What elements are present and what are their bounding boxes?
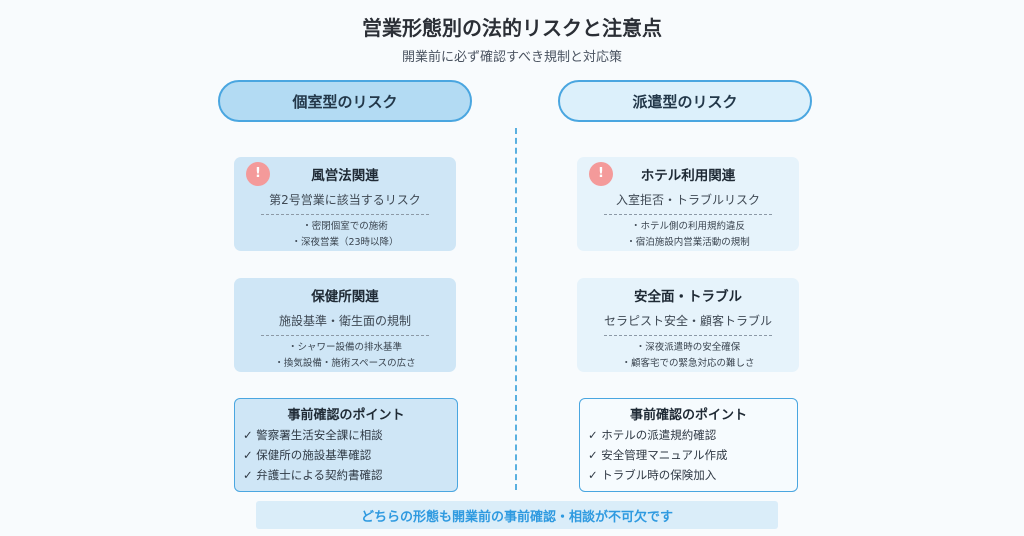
check-item: ✓ トラブル時の保険加入 <box>588 468 717 482</box>
footer-note: どちらの形態も開業前の事前確認・相談が不可欠です <box>256 501 778 529</box>
card-subtitle: 入室拒否・トラブルリスク <box>615 193 760 207</box>
risk-card-hotel: ! ホテル利用関連 入室拒否・トラブルリスク ・ホテル側の利用規約違反 ・宿泊施… <box>577 157 799 251</box>
check-item: ✓ 安全管理マニュアル作成 <box>588 448 728 462</box>
card-bullet: ・宿泊施設内営業活動の規制 <box>626 237 750 248</box>
card-title: 安全面・トラブル <box>634 289 742 305</box>
card-subtitle: 施設基準・衛生面の規制 <box>278 314 411 328</box>
page-title: 営業形態別の法的リスクと注意点 <box>362 16 662 40</box>
risk-card-hokenjo: 保健所関連 施設基準・衛生面の規制 ・シャワー設備の排水基準 ・換気設備・施術ス… <box>234 278 456 372</box>
card-bullet: ・換気設備・施術スペースの広さ <box>274 358 416 369</box>
check-item: ✓ 警察署生活安全課に相談 <box>243 428 383 442</box>
right-column-header: 派遣型のリスク <box>558 80 812 122</box>
card-bullet: ・深夜派遣時の安全確保 <box>635 342 741 353</box>
card-separator <box>261 335 429 336</box>
right-check-points: 事前確認のポイント ✓ ホテルの派遣規約確認 ✓ 安全管理マニュアル作成 ✓ ト… <box>579 398 798 492</box>
card-title: 保健所関連 <box>311 289 379 305</box>
card-bullet: ・ホテル側の利用規約違反 <box>630 221 745 232</box>
left-column-header: 個室型のリスク <box>218 80 472 122</box>
risk-card-fueiho: ! 風営法関連 第2号営業に該当するリスク ・密閉個室での施術 ・深夜営業（23… <box>234 157 456 251</box>
check-item: ✓ 弁護士による契約書確認 <box>243 468 383 482</box>
card-separator <box>604 335 772 336</box>
card-title: ホテル利用関連 <box>640 168 736 184</box>
card-separator <box>604 214 772 215</box>
page-subtitle: 開業前に必ず確認すべき規制と対応策 <box>401 50 623 65</box>
points-title: 事前確認のポイント <box>629 408 747 423</box>
card-subtitle: 第2号営業に該当するリスク <box>269 193 421 207</box>
column-divider <box>515 128 517 490</box>
risk-card-safety: 安全面・トラブル セラピスト安全・顧客トラブル ・深夜派遣時の安全確保 ・顧客宅… <box>577 278 799 372</box>
alert-icon: ! <box>246 162 270 186</box>
card-bullet: ・顧客宅での緊急対応の難しさ <box>621 358 755 369</box>
card-separator <box>261 214 429 215</box>
card-title: 風営法関連 <box>311 168 379 184</box>
alert-icon: ! <box>589 162 613 186</box>
check-item: ✓ ホテルの派遣規約確認 <box>588 428 717 442</box>
card-bullet: ・シャワー設備の排水基準 <box>287 342 402 353</box>
check-item: ✓ 保健所の施設基準確認 <box>243 448 372 462</box>
left-check-points: 事前確認のポイント ✓ 警察署生活安全課に相談 ✓ 保健所の施設基準確認 ✓ 弁… <box>234 398 458 492</box>
card-bullet: ・密閉個室での施術 <box>302 221 388 232</box>
card-bullet: ・深夜営業（23時以降） <box>291 237 399 248</box>
card-subtitle: セラピスト安全・顧客トラブル <box>603 314 772 328</box>
points-title: 事前確認のポイント <box>287 408 405 423</box>
